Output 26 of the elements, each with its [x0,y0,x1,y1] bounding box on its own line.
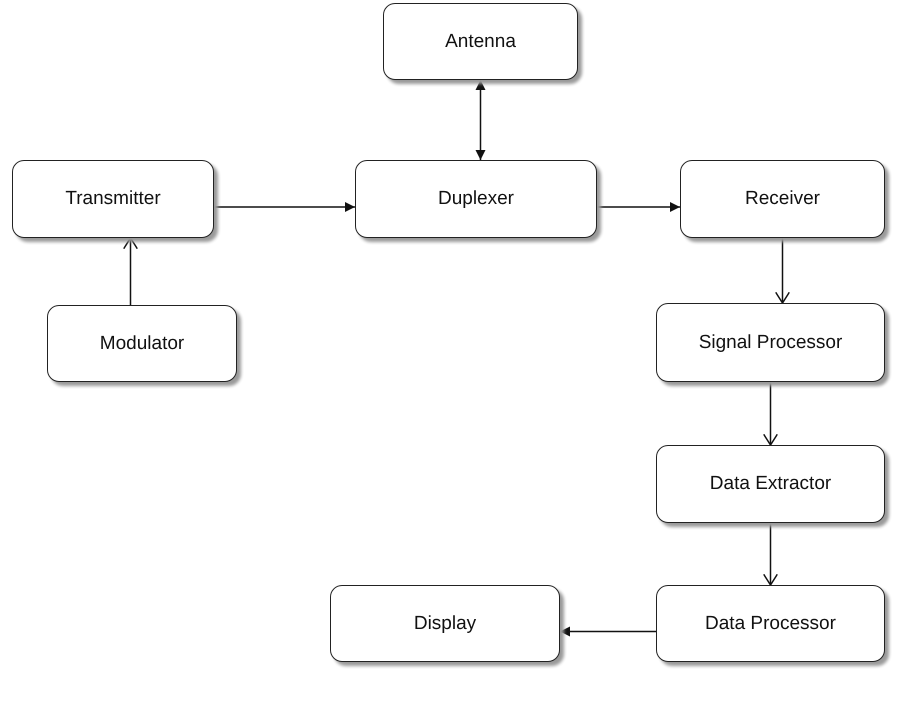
box-label: Signal Processor [698,332,842,354]
process-box [656,445,885,523]
box-label: Receiver [745,188,820,210]
process-box [12,160,214,238]
arrow [122,237,138,305]
box-label: Antenna [445,30,516,52]
arrow [774,238,790,304]
arrow [560,626,656,636]
box-label: Duplexer [438,188,514,210]
box-label: Data Processor [705,612,836,634]
process-box [680,160,885,238]
process-box [330,585,560,662]
arrow [762,382,778,446]
process-box [355,160,597,238]
arrow [476,80,486,160]
box-label: Data Extractor [710,473,832,495]
box-label: Display [414,612,476,634]
process-box [383,3,578,80]
box-label: Transmitter [65,188,161,210]
arrow [762,523,778,586]
arrow [597,202,680,212]
process-box [656,303,885,382]
arrow [214,202,355,212]
process-box [656,585,885,662]
box-label: Modulator [100,332,184,354]
process-box [47,305,237,382]
